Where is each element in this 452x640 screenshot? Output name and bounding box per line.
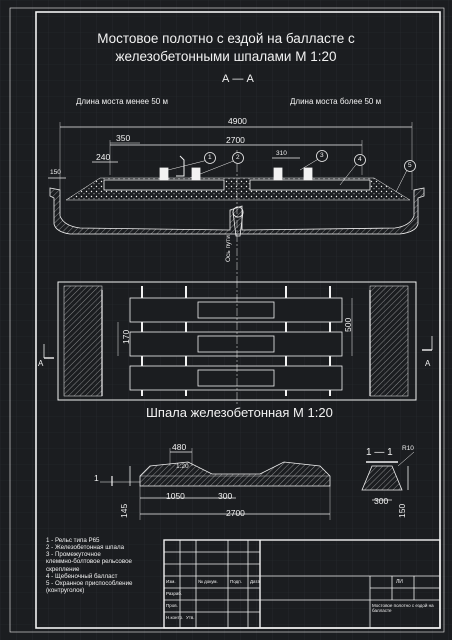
outer-border (9, 7, 445, 633)
dim-4900: 4900 (228, 116, 247, 126)
tb-data: Дата (250, 579, 260, 584)
radius-label: R10 (402, 445, 414, 452)
legend-item: клеммно-болтовое рельсовое (46, 558, 132, 566)
callout-1-label: 1 (208, 154, 212, 161)
legend-item: 5 - Охранное приспособление (46, 579, 133, 587)
dim-2700-sleeper: 2700 (226, 508, 245, 518)
callout-4-label: 4 (358, 156, 362, 163)
callout-bubbles (204, 150, 416, 172)
callout-3 (316, 150, 328, 162)
callout-2-label: 2 (236, 154, 240, 161)
dim-300-section: 300 (374, 496, 389, 506)
dim-2700: 2700 (226, 135, 245, 145)
dim-300: 300 (218, 491, 233, 501)
drawing-title-line2: железобетонными шпалами М 1:20 (115, 49, 337, 64)
sleeper-elevation (100, 448, 331, 520)
legend-item: 3 - Промежуточное (46, 551, 101, 559)
legend-item: (контруголок) (46, 586, 85, 594)
tb-dok: № докум. (198, 579, 218, 584)
plan-view (43, 280, 433, 404)
title-block (163, 539, 441, 629)
legend-item: 4 - Щебеночный балласт (46, 572, 118, 580)
sleeper-title: Шпала железобетонная М 1:20 (146, 405, 333, 420)
callout-5 (404, 160, 416, 172)
section-1-1-label: 1 — 1 (366, 447, 393, 458)
axis-label: Ось пути (225, 235, 232, 262)
tb-utv: Утв. (186, 615, 195, 620)
dim-350: 350 (116, 133, 131, 143)
tb-nkontr: Н.контр. (166, 615, 184, 620)
dim-240: 240 (96, 152, 111, 162)
cross-section-view (48, 122, 425, 280)
section-label: А — А (222, 73, 254, 85)
legend-item: 2 - Железобетонная шпала (46, 544, 125, 552)
dim-1050: 1050 (166, 491, 185, 501)
dim-150: 150 (50, 169, 61, 176)
callout-1 (204, 152, 216, 164)
right-caption: Длина моста более 50 м (290, 97, 382, 106)
tb-razrab: Разраб. (166, 591, 183, 596)
callout-4 (354, 154, 366, 166)
ratio-label: 1:20 (176, 463, 189, 470)
dim-500: 500 (343, 317, 353, 332)
dim-145: 145 (119, 503, 129, 518)
tb-sheet: ЛИ (396, 579, 403, 585)
callout-5-label: 5 (408, 162, 412, 169)
legend-item: скрепление (46, 565, 80, 573)
callout-3-label: 3 (320, 152, 324, 159)
dim-150-section: 150 (397, 503, 407, 518)
left-caption: Длина моста менее 50 м (76, 97, 168, 106)
tb-prov: Пров. (166, 603, 178, 608)
sleeper-cross-section (361, 451, 415, 501)
tb-izm: Изм. (166, 579, 176, 584)
dim-170: 170 (121, 329, 131, 344)
legend: 1 - Рельс типа Р65 2 - Железобетонная шп… (46, 537, 176, 594)
cut-marker-right: А (425, 359, 431, 368)
tb-podp: Подп. (230, 579, 242, 584)
cut-marker-left: А (38, 359, 44, 368)
dim-480: 480 (172, 442, 187, 452)
dim-310: 310 (276, 150, 287, 157)
drawing-title-line1: Мостовое полотно с ездой на балласте с (97, 31, 355, 46)
tb-code: Мостовое полотно с ездой на балласте (372, 603, 434, 613)
section-marker-1: 1 (94, 473, 99, 483)
callout-2 (232, 152, 244, 164)
legend-item: 1 - Рельс типа Р65 (46, 537, 100, 544)
